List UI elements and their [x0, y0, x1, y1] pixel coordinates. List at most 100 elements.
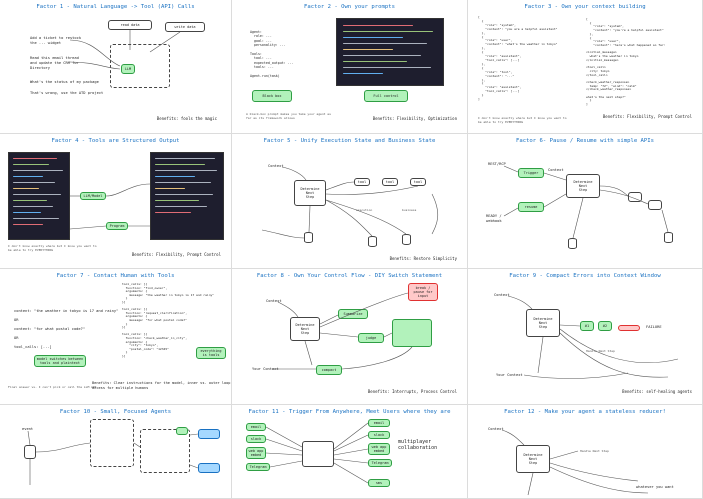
factor-9-step-1-box: #1 [580, 321, 594, 331]
factor-2-benefit: Benefits: Flexibility, Optimization [372, 116, 457, 121]
factor-7-convo-1: content: "the weather in tokyo is 17 and… [14, 309, 119, 313]
factor-4-footnote: I don't know exactly where but I know yo… [8, 244, 97, 252]
factor-10-agent-frame-1 [90, 419, 134, 467]
factor-11-right-webapp: web app embed [368, 443, 390, 455]
factor-8-big-box [392, 319, 432, 347]
factor-6-context-label: Context [548, 168, 564, 172]
factor-12-determine-next-step: Determine Next Step [516, 445, 550, 473]
factor-10-blue-box-2 [198, 463, 220, 473]
factor-7-convo-2: content: "for what postal code?" [14, 327, 86, 331]
factor-4-benefit: Benefits: Flexibility, Prompt Control [131, 252, 221, 257]
factor-7-convo-or-1: OR [14, 318, 19, 322]
factor-10-agent-frame-2 [140, 429, 190, 473]
factor-12-context-label: Context [488, 427, 504, 431]
factor-11-right-sms: sms [368, 479, 390, 487]
factor-6-panel: Factor 6- Pause / Resume with simple API… [468, 134, 703, 269]
factor-6-db-1 [568, 238, 577, 249]
factor-7-tool-json: tool_calls: [{ function: "find_owner", a… [122, 282, 215, 358]
factor-6-tool-box-1 [628, 192, 642, 202]
factor-6-rest-label: REST/RCP [488, 162, 506, 166]
factor-11-multiplayer-note: multiplayer collaboration [398, 439, 438, 451]
factor-7-everything-tools-box: everything is tools [196, 347, 226, 359]
factor-9-error-bar [618, 325, 640, 331]
factor-12-panel: Factor 12 - Make your agent a stateless … [468, 405, 703, 499]
factor-8-your-context-label: Your Context [252, 367, 279, 371]
factor-9-failure-label: FAILURE [646, 325, 662, 329]
factor-5-arrows [261, 166, 439, 239]
factor-8-break-pause-box: break / pause for input [408, 283, 438, 301]
factor-8-title: Factor 8 - Own Your Control Flow - DIY S… [256, 273, 443, 279]
factor-4-right-code-screen [150, 152, 224, 240]
factor-8-context-label: Context [266, 299, 282, 303]
factor-1-note-2: Read this email thread and update the CR… [30, 56, 79, 70]
factor-9-your-context-label: Your Context [496, 373, 523, 377]
factor-5-determine-next-step: Determine Next Step [294, 180, 326, 206]
factor-7-benefit: Benefits: Clear instructions for the mod… [92, 381, 232, 390]
factor-2-agent-code: Agent: role: ... goal: ... personality: … [250, 30, 294, 79]
factor-10-green-box [176, 427, 188, 435]
factor-4-title: Factor 4 - Tools are Structured Output [51, 138, 180, 144]
factor-5-business-label: business [402, 208, 417, 212]
factor-9-benefit: Benefits: self-healing agents [622, 389, 692, 394]
factor-12-whatever-label: whatever you want [636, 485, 674, 489]
factor-4-left-code-screen [8, 152, 70, 240]
factor-1-write-data-box: write data [165, 22, 205, 32]
factor-11-left-webapp: web app embed [246, 447, 266, 459]
factor-11-right-slack: slack [368, 431, 390, 439]
factor-11-panel: Factor 11 - Trigger From Anywhere, Meet … [232, 405, 468, 499]
factor-3-title: Factor 3 - Own your context building [524, 4, 646, 10]
factor-9-step-2-box: #2 [598, 321, 612, 331]
factor-5-db-3 [402, 234, 411, 245]
factor-11-left-slack: slack [246, 435, 266, 443]
factor-11-right-telegram: Telegram [368, 459, 392, 467]
factor-6-title: Factor 6- Pause / Resume with simple API… [515, 138, 655, 144]
factor-7-convo-3: tool_calls: [...] [14, 345, 52, 349]
factor-2-title: Factor 2 - Own your prompts [304, 4, 395, 10]
factor-4-llm-box: LLM/Model [80, 192, 106, 200]
factor-11-left-telegram: Telegram [246, 463, 270, 471]
factor-12-title: Factor 12 - Make your agent a stateless … [504, 409, 666, 415]
factor-5-db-1 [304, 232, 313, 243]
factor-8-summarize-box: Summarize [338, 309, 368, 319]
factor-11-title: Factor 11 - Trigger From Anywhere, Meet … [248, 409, 451, 415]
factor-8-determine-next-step: Determine Next Step [290, 317, 320, 341]
factor-11-agent-box [302, 441, 334, 467]
factor-5-panel: Factor 5 - Unify Execution State and Bus… [232, 134, 468, 269]
factor-11-right-email: email [368, 419, 390, 427]
factor-2-full-control-button: Full control [364, 90, 408, 102]
factor-1-read-data-box: read data [108, 20, 152, 30]
factor-5-tool-1: tool [354, 178, 370, 186]
factor-4-panel: Factor 4 - Tools are Structured Output [0, 134, 232, 269]
factor-6-trigger-box: Trigger [518, 168, 544, 178]
factor-10-agent-box-1 [24, 445, 36, 459]
factor-5-context-label: Context [268, 164, 284, 168]
factor-7-model-switches-box: model switches between tools and plainte… [34, 355, 86, 367]
factor-2-footnote: A black-box prompt makes you take your a… [246, 112, 331, 120]
factor-12-handle-next-step-label: Handle Next Step [580, 449, 609, 453]
factor-1-llm-frame [110, 44, 170, 88]
factor-10-event-label: event [22, 427, 34, 431]
factor-5-tool-2: tool [382, 178, 398, 186]
factor-7-footnote: Final answer vs. I can't pick or call th… [8, 385, 97, 389]
factor-9-determine-next-step: Determine Next Step [526, 309, 560, 337]
factor-2-prompt-code-screen [336, 18, 444, 86]
factor-6-tool-box-2 [648, 200, 662, 210]
factor-1-panel: Factor 1 - Natural Language -> Tool (API… [0, 0, 232, 134]
factor-9-context-label: Context [494, 293, 510, 297]
factor-11-arrows [265, 422, 369, 484]
factor-8-judge-box: judge [358, 333, 384, 343]
factor-3-panel: Factor 3 - Own your context building [ {… [468, 0, 703, 134]
factor-1-llm-box: LLM [121, 64, 135, 74]
factor-1-benefit: Benefits: fools the magic [156, 116, 217, 121]
factor-9-title: Factor 9 - Compact Errors into Context W… [509, 273, 661, 279]
factor-8-benefit: Benefits: Interrupts, Process Control [367, 389, 457, 394]
factor-7-convo-or-2: OR [14, 336, 19, 340]
factor-3-footnote: I don't know exactly where but I know yo… [478, 116, 567, 124]
factor-11-left-email: email [246, 423, 266, 431]
factor-3-right-json: [ { "role": "system", "content": "you're… [586, 17, 666, 107]
factor-3-benefit: Benefits: Flexibility, Prompt Control [602, 114, 692, 119]
factor-6-resume-box: resume [518, 202, 544, 212]
factor-10-panel: Factor 10 - Small, Focused Agents event [0, 405, 232, 499]
factor-6-ready-label: READY / webhook [486, 214, 502, 223]
factor-9-handle-next-step-label: Handle Next Step [586, 349, 615, 353]
